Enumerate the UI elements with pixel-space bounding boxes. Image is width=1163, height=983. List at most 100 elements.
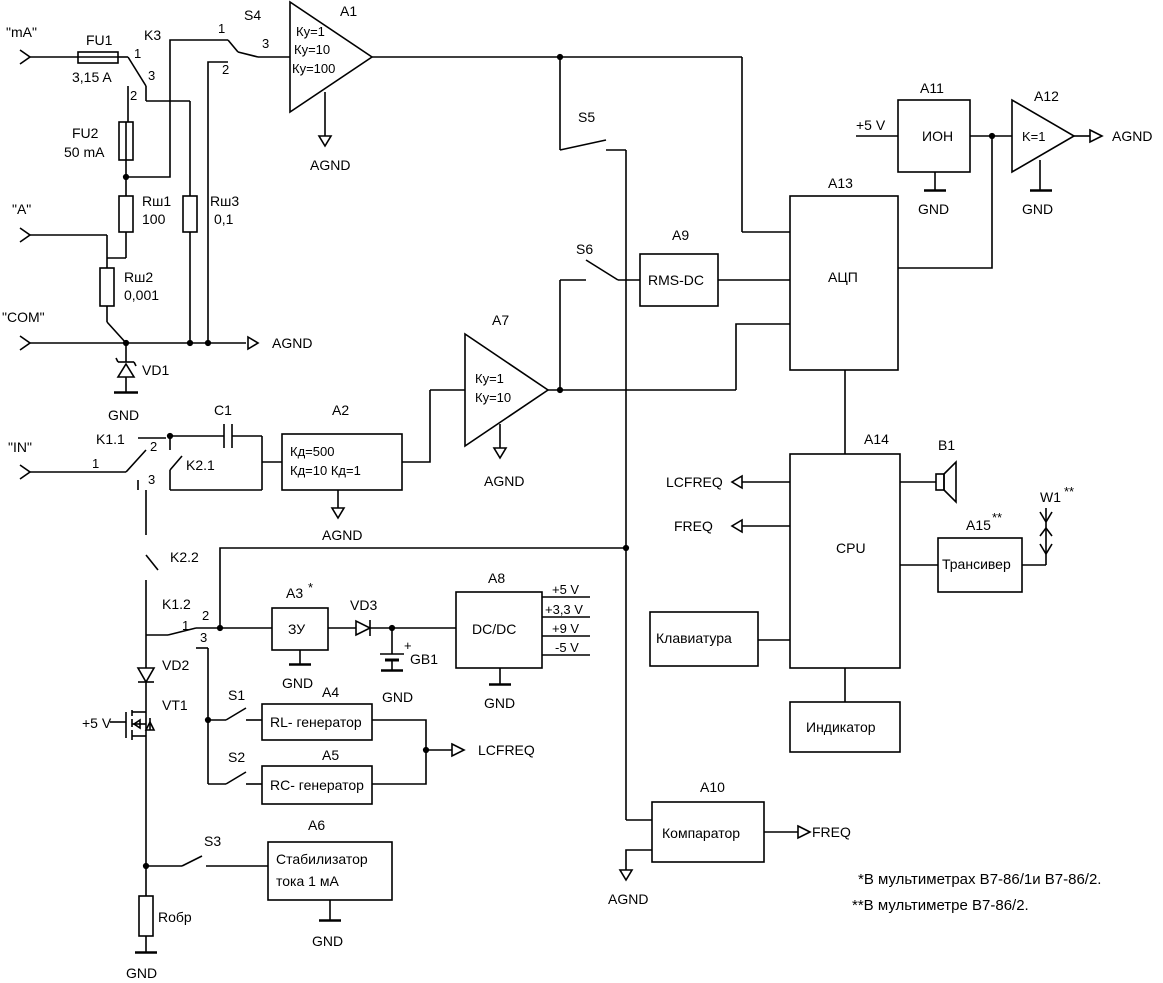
- svg-text:A1: A1: [340, 3, 357, 19]
- svg-text:2: 2: [130, 88, 137, 103]
- resistor-rsh2: Rш2 0,001: [99, 267, 159, 344]
- svg-text:Rш2: Rш2: [124, 269, 153, 285]
- svg-text:Кд=10 Кд=1: Кд=10 Кд=1: [290, 463, 361, 478]
- switch-s5: S5: [559, 57, 626, 151]
- svg-text:K3: K3: [144, 27, 161, 43]
- resistor-robr: Rобр GND: [126, 866, 192, 981]
- svg-text:DC/DC: DC/DC: [472, 621, 516, 637]
- svg-text:1: 1: [92, 456, 99, 471]
- svg-text:**: **: [1064, 484, 1074, 499]
- diode-vd2: VD2: [136, 635, 189, 712]
- svg-text:K=1: K=1: [1022, 129, 1046, 144]
- switch-s4: S4 1 3 2: [218, 7, 290, 77]
- svg-text:+5 V: +5 V: [856, 117, 886, 133]
- speaker-b1: B1: [900, 437, 957, 504]
- svg-text:+5 V: +5 V: [82, 715, 112, 731]
- svg-text:ЗУ: ЗУ: [288, 621, 305, 637]
- block-keyboard: Клавиатура: [649, 611, 790, 667]
- svg-text:FU1: FU1: [86, 32, 113, 48]
- svg-text:S6: S6: [576, 241, 593, 257]
- svg-text:3: 3: [148, 472, 155, 487]
- svg-text:ИОН: ИОН: [922, 128, 953, 144]
- svg-text:+5 V: +5 V: [552, 582, 579, 597]
- svg-text:S3: S3: [204, 833, 221, 849]
- svg-text:AGND: AGND: [322, 527, 362, 543]
- svg-text:LCFREQ: LCFREQ: [666, 474, 723, 490]
- fuse-fu1: FU1 3,15 A: [72, 32, 128, 85]
- block-display: Индикатор: [789, 668, 901, 753]
- svg-text:B1: B1: [938, 437, 955, 453]
- svg-text:AGND: AGND: [272, 335, 312, 351]
- svg-text:2: 2: [222, 62, 229, 77]
- svg-text:Кд=500: Кд=500: [290, 444, 334, 459]
- svg-text:FU2: FU2: [72, 125, 99, 141]
- svg-text:A2: A2: [332, 402, 349, 418]
- svg-text:AGND: AGND: [484, 473, 524, 489]
- svg-text:LCFREQ: LCFREQ: [478, 742, 535, 758]
- dcdc-outputs: +5 V +3,3 V +9 V -5 V: [542, 582, 590, 656]
- svg-text:Трансивер: Трансивер: [942, 556, 1011, 572]
- svg-text:2: 2: [150, 439, 157, 454]
- svg-text:A7: A7: [492, 312, 509, 328]
- block-a2-divider: Кд=500 Кд=10 Кд=1 A2 AGND: [281, 402, 403, 543]
- amplifier-a1: Ку=1 Ку=10 Ку=100 A1 AGND: [289, 0, 374, 173]
- svg-text:RMS-DC: RMS-DC: [648, 272, 704, 288]
- footnotes: *В мультиметрах В7-86/1и В7-86/2. **В му…: [852, 871, 1101, 914]
- svg-text:GND: GND: [108, 407, 139, 423]
- svg-text:A4: A4: [322, 684, 339, 700]
- switch-k3: K3 1 3 2: [127, 27, 190, 122]
- svg-text:3: 3: [148, 68, 155, 83]
- svg-text:**В мультиметре В7-86/2.: **В мультиметре В7-86/2.: [852, 897, 1029, 914]
- svg-text:A6: A6: [308, 817, 325, 833]
- svg-text:+9 V: +9 V: [552, 621, 579, 636]
- svg-text:"A": "A": [12, 201, 31, 217]
- svg-text:RC- генератор: RC- генератор: [270, 777, 364, 793]
- svg-text:Rш1: Rш1: [142, 193, 171, 209]
- svg-text:Ку=10: Ку=10: [294, 42, 330, 57]
- svg-text:GND: GND: [918, 201, 949, 217]
- svg-text:VT1: VT1: [162, 697, 188, 713]
- svg-text:GND: GND: [382, 689, 413, 705]
- svg-text:2: 2: [202, 608, 209, 623]
- svg-text:3: 3: [200, 630, 207, 645]
- svg-text:1: 1: [182, 618, 189, 633]
- svg-text:AGND: AGND: [310, 157, 350, 173]
- fuse-fu2: FU2 50 mA: [64, 121, 134, 196]
- svg-text:Ку=10: Ку=10: [475, 390, 511, 405]
- switch-k22: K2.2: [145, 549, 199, 635]
- svg-text:"IN": "IN": [8, 439, 32, 455]
- svg-text:A5: A5: [322, 747, 339, 763]
- resistor-rsh1: Rш1 100: [107, 193, 171, 259]
- svg-text:Ку=1: Ку=1: [475, 371, 504, 386]
- svg-text:K2.2: K2.2: [170, 549, 199, 565]
- svg-text:"COM": "COM": [2, 309, 45, 325]
- block-a9-rms-dc: RMS-DC A9: [639, 227, 719, 307]
- svg-text:Ку=1: Ку=1: [296, 24, 325, 39]
- svg-text:S1: S1: [228, 687, 245, 703]
- svg-text:*В мультиметрах В7-86/1и В7-86: *В мультиметрах В7-86/1и В7-86/2.: [858, 871, 1101, 888]
- block-a6-current-source: Стабилизатор тока 1 мА A6 GND: [267, 817, 393, 949]
- svg-text:АЦП: АЦП: [828, 269, 858, 285]
- block-a4-rl-generator: RL- генератор A4: [261, 684, 373, 741]
- svg-text:FREQ: FREQ: [812, 824, 851, 840]
- svg-text:100: 100: [142, 211, 166, 227]
- svg-text:1: 1: [134, 46, 141, 61]
- switch-s1: S1: [208, 687, 262, 721]
- svg-text:+: +: [404, 638, 412, 653]
- svg-text:Rш3: Rш3: [210, 193, 239, 209]
- block-a5-rc-generator: RC- генератор A5: [261, 747, 373, 805]
- svg-text:0,001: 0,001: [124, 287, 159, 303]
- svg-text:A13: A13: [828, 175, 853, 191]
- svg-text:AGND: AGND: [1112, 128, 1152, 144]
- svg-text:0,1: 0,1: [214, 211, 234, 227]
- block-a3-charger: ЗУ A3 * GND: [271, 580, 329, 691]
- svg-text:Rобр: Rобр: [158, 909, 192, 925]
- svg-text:Индикатор: Индикатор: [806, 719, 876, 735]
- svg-text:GB1: GB1: [410, 651, 438, 667]
- svg-text:A8: A8: [488, 570, 505, 586]
- antenna-w1: W1 **: [1022, 484, 1074, 566]
- switch-s3: S3: [146, 833, 268, 867]
- svg-text:K2.1: K2.1: [186, 457, 215, 473]
- svg-text:A9: A9: [672, 227, 689, 243]
